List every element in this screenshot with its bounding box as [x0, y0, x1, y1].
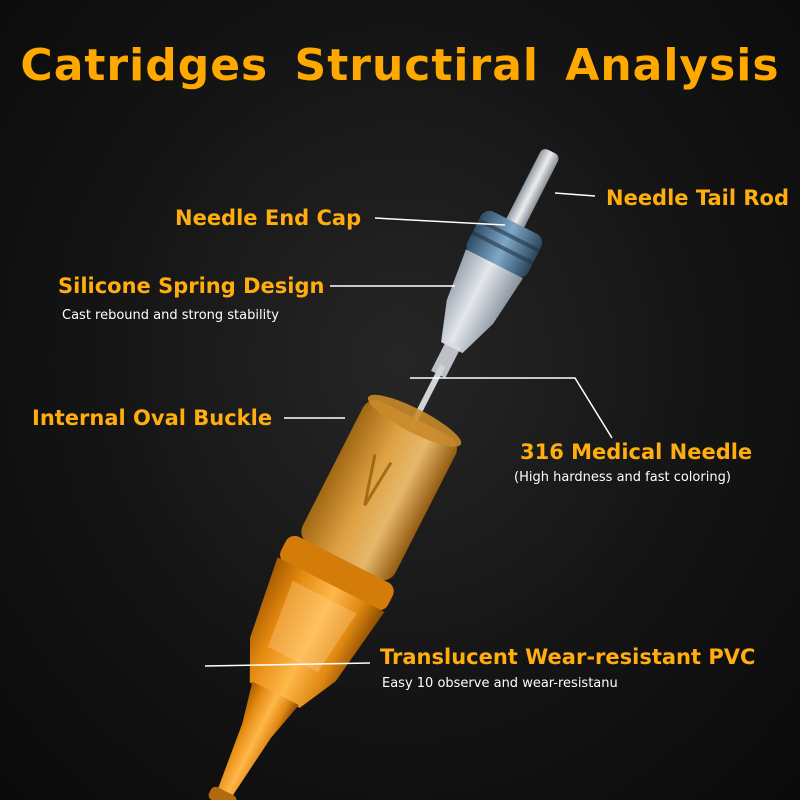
cartridge-body	[208, 149, 559, 800]
upper-body-part	[301, 400, 457, 581]
leader-medical-needle	[410, 377, 613, 439]
lower-body-part	[249, 557, 385, 708]
page-title: Catridges Structiral Analysis	[20, 40, 780, 91]
tip-part	[217, 681, 299, 797]
desc-silicone-spring: Cast rebound and strong stability	[62, 308, 279, 323]
label-silicone-spring: Silicone Spring Design	[58, 274, 325, 298]
tail-rod-part	[503, 149, 559, 235]
desc-medical-needle: (High hardness and fast coloring)	[514, 470, 731, 485]
desc-translucent-pvc: Easy 10 observe and wear-resistanu	[382, 676, 618, 691]
label-translucent-pvc: Translucent Wear-resistant PVC	[380, 645, 756, 669]
leader-translucent-pvc	[204, 662, 371, 667]
leader-lines	[204, 192, 613, 667]
leader-needle-end-cap	[374, 217, 506, 226]
spring-part	[441, 249, 523, 354]
label-needle-tail-rod: Needle Tail Rod	[606, 186, 789, 210]
leader-needle-tail-rod	[554, 192, 596, 197]
label-internal-oval-buckle: Internal Oval Buckle	[32, 406, 273, 430]
label-needle-end-cap: Needle End Cap	[175, 206, 362, 230]
label-medical-needle: 316 Medical Needle	[520, 440, 753, 464]
